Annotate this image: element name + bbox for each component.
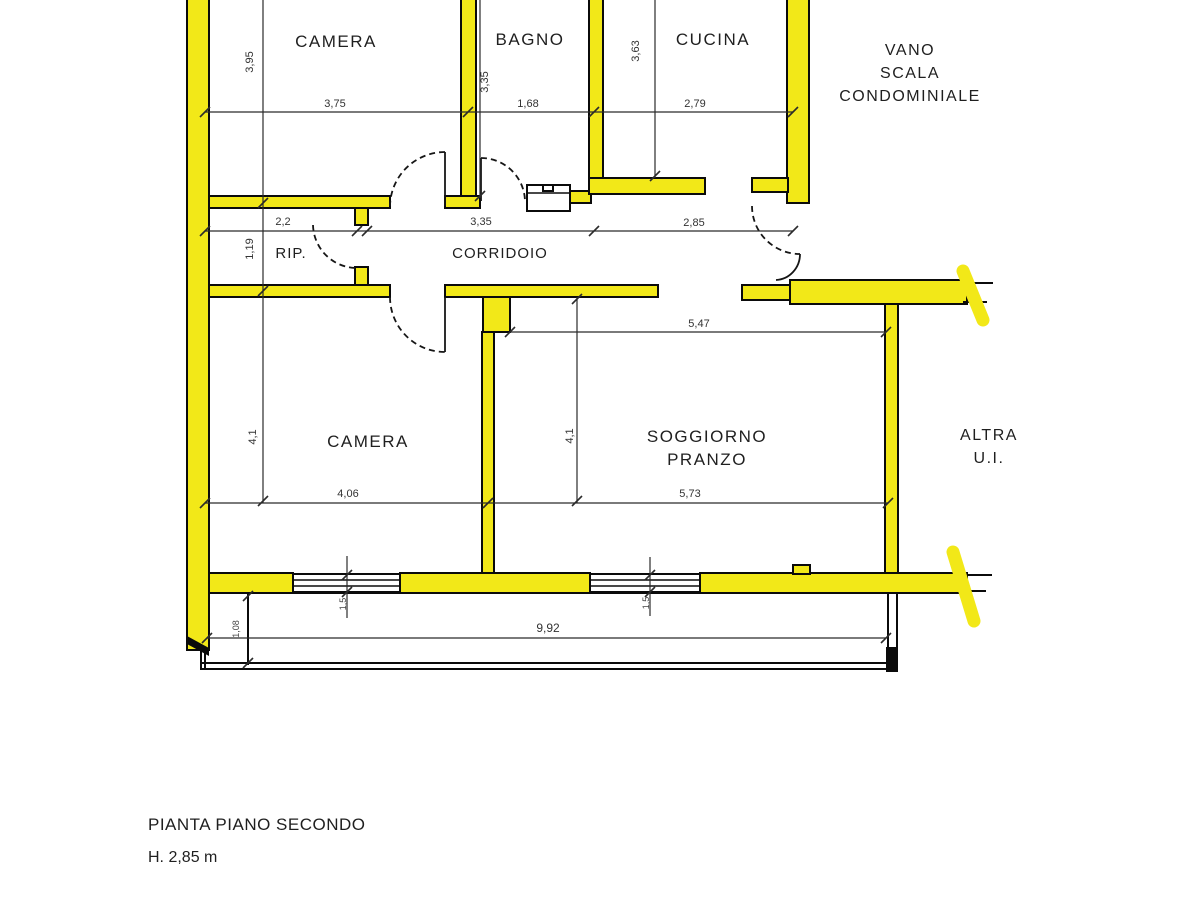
dim-camera-top-h: 3,95 — [244, 51, 256, 72]
wall-bottom-b — [399, 572, 591, 594]
cut-mark-bottom — [946, 545, 981, 628]
dim-window-soggiorno: 1,5 — [641, 597, 651, 610]
wall-entrance-jamb — [751, 177, 789, 193]
dimension-ticks — [199, 106, 894, 669]
wall-corridor-top-mid — [444, 195, 481, 209]
room-label-rip: RIP. — [275, 245, 306, 262]
door-rip-swing — [312, 224, 358, 269]
cut-mark-top — [956, 264, 990, 327]
plan-height-note: H. 2,85 m — [148, 849, 217, 866]
door-entrance-swing — [751, 205, 801, 255]
footer: PIANTA PIANO SECONDO H. 2,85 m — [148, 815, 366, 866]
area-label-vano-2: SCALA — [880, 65, 940, 82]
dim-bagno-h: 3,35 — [479, 71, 491, 92]
wall-corridor-bottom-right — [741, 284, 791, 301]
dim-cucina-h: 3,63 — [630, 40, 642, 61]
wall-rip-right-upper — [354, 207, 369, 226]
plan-title: PIANTA PIANO SECONDO — [148, 815, 366, 834]
wall-camera-soggiorno — [481, 331, 495, 576]
wall-soggiorno-right — [884, 303, 899, 576]
door-bagno-swing — [480, 157, 526, 202]
dim-corridoio-w: 3,35 — [470, 216, 491, 228]
doors — [312, 151, 801, 353]
wall-corridor-bottom-mid — [444, 284, 659, 298]
dim-balcone-width: 9,92 — [536, 621, 560, 635]
door-camera-top-swing — [389, 151, 446, 207]
wall-left-end-cap — [187, 636, 209, 656]
room-label-camera-bottom: CAMERA — [327, 432, 409, 451]
dim-balcone-depth: 1,08 — [231, 620, 241, 638]
room-label-corridoio: CORRIDOIO — [452, 245, 548, 262]
area-label-vano-1: VANO — [885, 42, 935, 59]
room-label-camera-top: CAMERA — [295, 32, 377, 51]
balcony-corner-fill — [886, 647, 898, 672]
dim-camera-bottom-w: 4,06 — [337, 488, 358, 500]
area-label-altra-2: U.I. — [974, 450, 1005, 467]
dim-bagno-w: 1,68 — [517, 98, 538, 110]
wall-camera-soggiorno-thick — [482, 296, 511, 333]
window-soggiorno — [589, 573, 701, 593]
bagno-fixture-notch — [542, 184, 554, 192]
dim-camera-top-w: 3,75 — [324, 98, 345, 110]
dim-cucina-w: 2,79 — [684, 98, 705, 110]
wall-corridor-top-left — [208, 195, 391, 209]
wall-pilaster — [792, 564, 811, 575]
dimension-lines — [199, 0, 894, 669]
wall-bagno-bottom — [569, 190, 592, 204]
dim-camera-bottom-h: 4,1 — [247, 429, 259, 444]
room-label-pranzo: PRANZO — [667, 450, 747, 469]
wall-vano-scala — [786, 0, 810, 204]
room-label-cucina: CUCINA — [676, 30, 750, 49]
dim-rip-h: 1,19 — [244, 238, 256, 259]
labels: CAMERA BAGNO CUCINA RIP. CORRIDOIO CAMER… — [231, 30, 1018, 638]
area-label-altra-1: ALTRA — [960, 427, 1018, 444]
dim-ingresso-w: 2,85 — [683, 217, 704, 229]
door-camera-bottom-swing — [389, 296, 446, 353]
room-label-soggiorno: SOGGIORNO — [647, 427, 767, 446]
area-label-vano-3: CONDOMINIALE — [839, 88, 981, 105]
dim-soggiorno-w: 5,73 — [679, 488, 700, 500]
wall-camera-bagno — [460, 0, 477, 201]
wall-bagno-cucina — [588, 0, 604, 187]
wall-party-top — [789, 279, 968, 305]
dim-soggiorno-h: 4,1 — [564, 428, 576, 443]
dim-soggiorno-w-top: 5,47 — [688, 318, 709, 330]
wall-left-outer — [186, 0, 210, 651]
wall-bottom-a — [208, 572, 294, 594]
room-label-bagno: BAGNO — [496, 30, 565, 49]
wall-corridor-bottom-left — [208, 284, 391, 298]
walls — [186, 0, 993, 656]
wall-cucina-bottom — [588, 177, 706, 195]
door-entrance-leaf — [775, 253, 801, 281]
dim-window-camera: 1,5 — [338, 598, 348, 611]
wall-bottom-c — [699, 572, 968, 594]
dim-rip-w: 2,2 — [275, 216, 290, 228]
